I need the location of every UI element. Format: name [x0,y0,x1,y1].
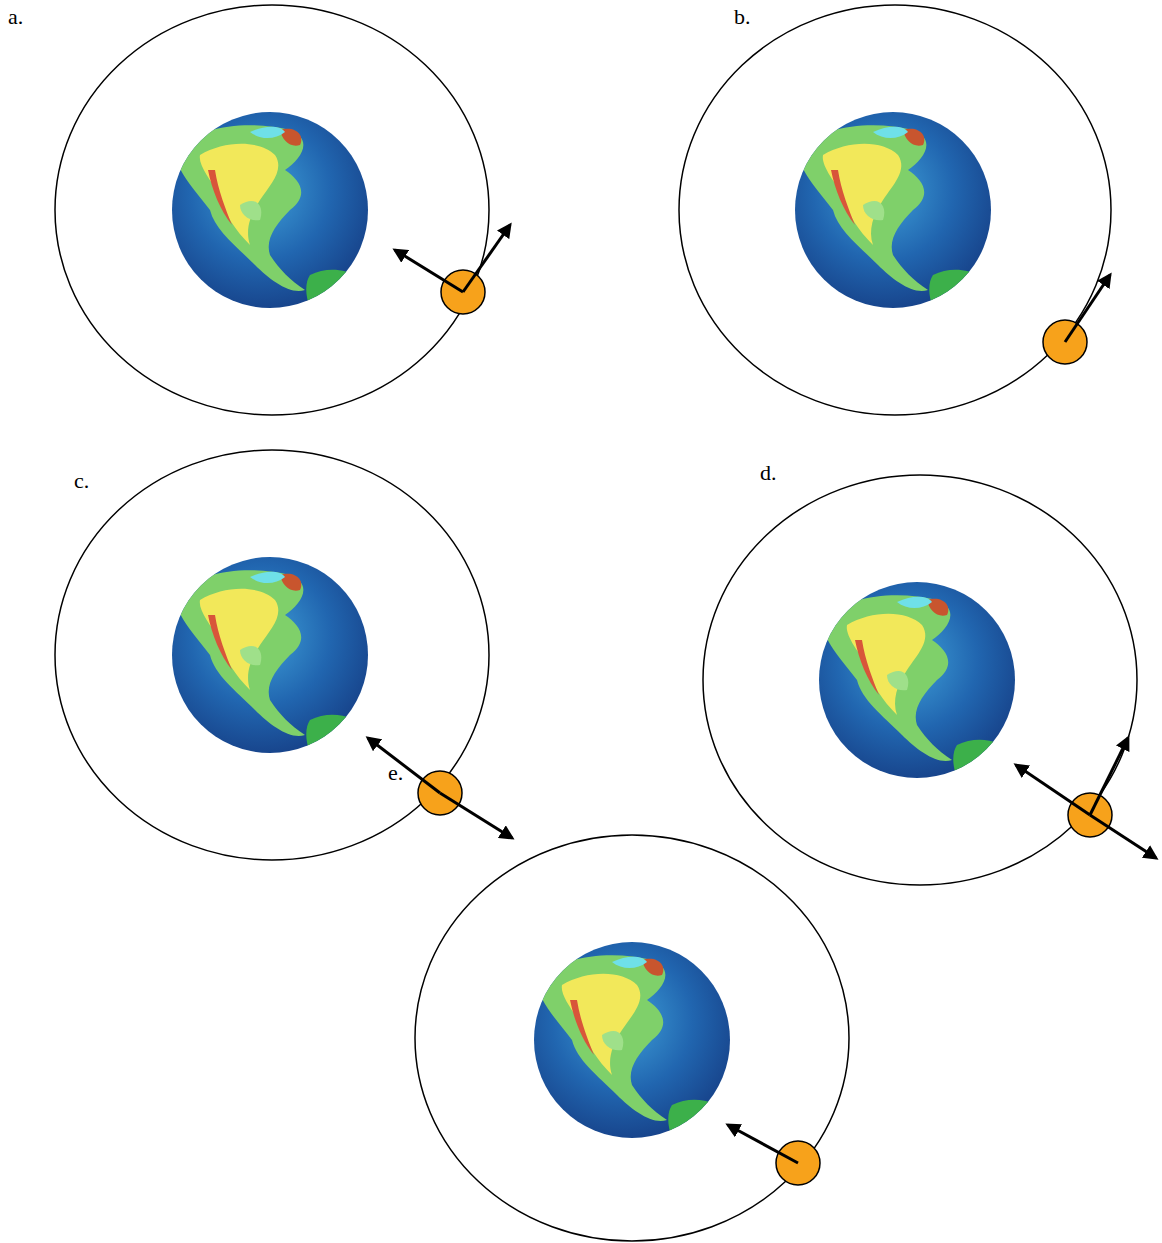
earth [819,582,1015,778]
panel-letter: b. [734,6,751,28]
force-arrow [1090,815,1156,858]
panel-letter: d. [760,462,777,484]
force-arrow [395,250,463,292]
earth [172,112,368,308]
force-arrow [440,793,512,838]
velocity-arrow [1090,738,1128,815]
panel-e-art [415,835,849,1241]
panel-letter: a. [8,6,23,28]
panel-letter: e. [388,762,403,784]
velocity-arrow [1065,275,1110,342]
velocity-arrow [463,225,510,292]
panel-d-art [703,475,1156,885]
force-arrow [1016,765,1090,815]
orbit [55,5,489,415]
panel-b-art [679,5,1111,415]
force-arrow [728,1125,798,1163]
orbit [703,475,1137,885]
panel-c-art [55,450,512,860]
earth [795,112,991,308]
orbit [679,5,1111,415]
earth [172,557,368,753]
panel-a-art [55,5,510,415]
panel-letter: c. [74,470,89,492]
orbit [55,450,489,860]
earth [534,942,730,1138]
orbit [415,835,849,1241]
force-arrow [368,738,440,793]
